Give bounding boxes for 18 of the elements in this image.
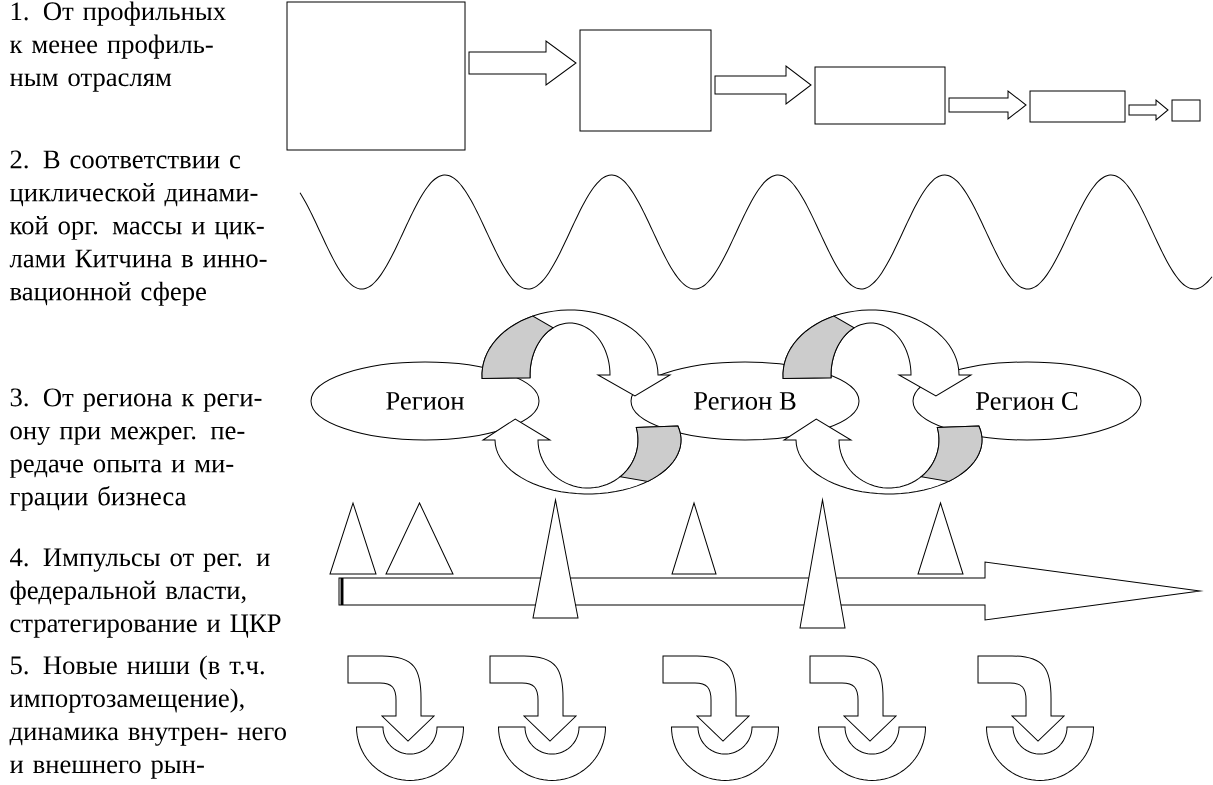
curved-arrow (783, 418, 983, 495)
block-arrow (714, 65, 812, 105)
curved-arrow (782, 309, 972, 397)
description-text: 2. В соответствии с циклической динами- кой орг. массы и цик- лами Китчина в инно- вационной сфере (9, 150, 267, 306)
empty-box (814, 66, 946, 125)
block-arrow (468, 40, 577, 86)
description-text: 3. От региона к реги- ону при межрег. пе- редаче опыта и ми- грации бизнеса (9, 388, 262, 511)
curved-arrow (482, 418, 682, 495)
empty-box (1171, 99, 1201, 122)
empty-box (1029, 90, 1126, 123)
empty-box (579, 29, 712, 132)
empty-box (286, 1, 466, 151)
description-text: 5. Новые ниши (в т.ч. импортозамещение), динамика внутрен- него и внешнего рын- (9, 655, 286, 779)
block-arrow (948, 90, 1027, 120)
curved-arrow (481, 309, 671, 397)
description-text: 1. От профильных к менее профиль- ным отраслям (10, 1, 226, 92)
block-arrow (1128, 99, 1169, 121)
description-text: 4. Импульсы от рег. и федеральной власти, стратегирование и ЦКР (10, 548, 281, 638)
